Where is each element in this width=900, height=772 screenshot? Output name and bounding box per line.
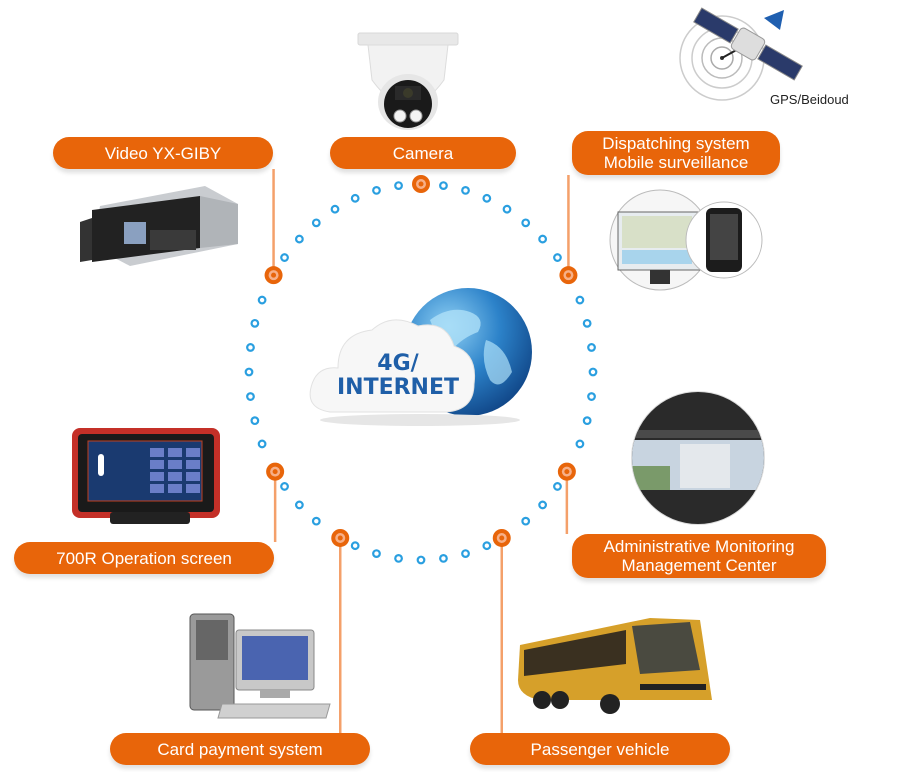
ring-hub-node <box>492 528 511 547</box>
network-ring <box>244 181 598 565</box>
ring-dot <box>439 553 448 563</box>
ring-dot <box>246 392 255 401</box>
ring-dot <box>538 500 548 510</box>
ring-hub-node <box>557 462 576 481</box>
monitor-phone-icon <box>609 189 763 291</box>
ring-dot <box>394 553 403 563</box>
ring-dot <box>330 204 340 214</box>
ring-dot <box>482 193 492 203</box>
ring-dot <box>461 549 470 558</box>
ring-dot <box>553 482 562 491</box>
ring-dot <box>553 253 562 262</box>
ring-dot <box>521 218 531 228</box>
ring-dot <box>257 295 267 305</box>
ring-dot <box>521 516 531 526</box>
ring-dot <box>482 541 492 551</box>
ring-dot <box>582 318 592 328</box>
label-card-text: Card payment system <box>157 739 323 759</box>
label-video[interactable]: Video YX-GIBY <box>53 137 273 169</box>
center-title-line2: INTERNET <box>336 375 460 400</box>
ring-hub-node <box>559 266 578 285</box>
center-title: 4G/ INTERNET <box>318 352 478 400</box>
label-operation-text: 700R Operation screen <box>56 548 232 568</box>
ring-dot <box>587 343 596 352</box>
ring-dot <box>394 181 403 191</box>
bus-icon <box>518 618 712 714</box>
label-operation[interactable]: 700R Operation screen <box>14 542 274 574</box>
dvr-recorder-icon <box>80 186 238 266</box>
label-video-text: Video YX-GIBY <box>104 143 222 163</box>
ring-dot <box>311 218 321 228</box>
label-dispatch-line1: Dispatching system <box>602 134 750 153</box>
connector-lines <box>272 169 570 733</box>
ring-dot <box>582 416 592 426</box>
label-camera[interactable]: Camera <box>330 137 516 169</box>
label-admin[interactable]: Administrative Monitoring Management Cen… <box>572 534 826 578</box>
ring-dot <box>372 549 381 558</box>
touch-terminal-icon <box>72 428 220 524</box>
ring-hub-node <box>266 462 285 481</box>
label-dispatch-line2: Mobile surveillance <box>603 153 749 172</box>
satellite-icon <box>679 7 803 101</box>
label-admin-line1: Administrative Monitoring <box>603 537 795 556</box>
label-vehicle[interactable]: Passenger vehicle <box>470 733 730 765</box>
center-title-line1: 4G/ <box>377 351 419 376</box>
ring-dot <box>350 541 360 551</box>
ring-dot <box>246 343 255 352</box>
gps-label: GPS/Beidoud <box>770 92 849 107</box>
desktop-computer-icon <box>189 613 331 719</box>
cloud-globe-icon <box>309 288 532 426</box>
ring-dot <box>372 186 381 195</box>
label-admin-line2: Management Center <box>621 556 777 575</box>
ring-dot <box>439 181 448 191</box>
ring-dot <box>416 555 426 565</box>
ring-dot <box>575 439 585 449</box>
ring-dot <box>280 253 289 262</box>
ring-hub-node <box>264 266 283 285</box>
ring-nodes <box>264 175 578 547</box>
ring-dot <box>257 439 267 449</box>
ring-dot <box>538 234 548 244</box>
ring-dot <box>311 516 321 526</box>
ring-dot <box>502 204 512 214</box>
ring-dot <box>280 482 289 491</box>
dome-camera-icon <box>357 32 459 130</box>
ring-dot <box>294 500 304 510</box>
ring-dot <box>587 392 596 401</box>
ring-hub-node <box>412 175 430 193</box>
ring-hub-node <box>331 528 350 547</box>
label-vehicle-text: Passenger vehicle <box>530 739 670 759</box>
label-card[interactable]: Card payment system <box>110 733 370 765</box>
label-dispatch[interactable]: Dispatching system Mobile surveillance <box>572 131 780 175</box>
label-camera-text: Camera <box>392 143 454 163</box>
ring-dot <box>575 295 585 305</box>
control-room-icon <box>631 391 765 525</box>
ring-dot <box>350 193 360 203</box>
ring-dot <box>294 234 304 244</box>
ring-dot <box>461 186 470 195</box>
ring-dot <box>250 416 260 426</box>
ring-dot <box>244 367 254 377</box>
ring-dot <box>250 318 260 328</box>
ring-dot <box>588 367 598 377</box>
